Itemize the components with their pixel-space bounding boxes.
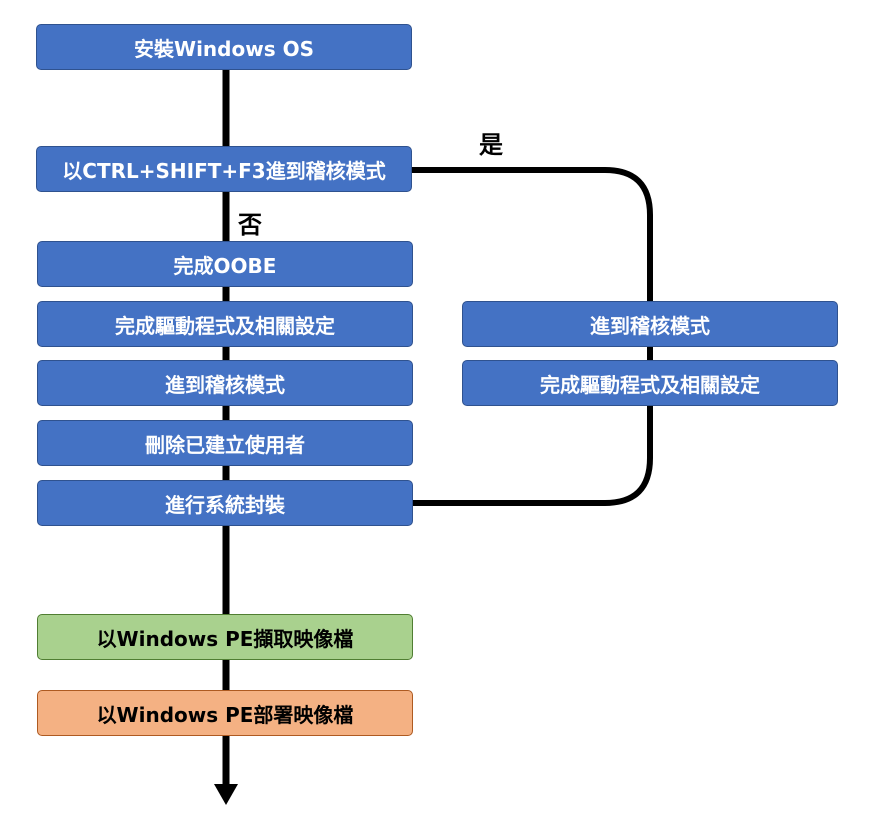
step-drivers-settings-right: 完成驅動程式及相關設定: [462, 360, 838, 406]
step-enter-audit-right: 進到稽核模式: [462, 301, 838, 347]
step-sysprep: 進行系統封裝: [37, 480, 413, 526]
step-delete-users: 刪除已建立使用者: [37, 420, 413, 466]
step-install-windows-label: 安裝Windows OS: [134, 36, 314, 61]
step-enter-audit-shortcut: 以CTRL+SHIFT+F3進到稽核模式: [36, 146, 412, 192]
step-enter-audit-left: 進到稽核模式: [37, 360, 413, 406]
branch-label-yes: 是: [479, 131, 503, 159]
step-enter-audit-shortcut-label: 以CTRL+SHIFT+F3進到稽核模式: [62, 158, 386, 183]
step-drivers-settings-right-label: 完成驅動程式及相關設定: [540, 372, 760, 397]
branch-label-no: 否: [238, 211, 262, 239]
step-capture-image: 以Windows PE擷取映像檔: [37, 614, 413, 660]
step-sysprep-label: 進行系統封裝: [165, 492, 285, 517]
step-capture-image-label: 以Windows PE擷取映像檔: [96, 626, 354, 651]
main-flow-arrowhead: [214, 784, 238, 805]
step-install-windows: 安裝Windows OS: [36, 24, 412, 70]
step-deploy-image: 以Windows PE部署映像檔: [37, 690, 413, 736]
step-deploy-image-label: 以Windows PE部署映像檔: [96, 702, 354, 727]
step-enter-audit-right-label: 進到稽核模式: [590, 313, 710, 338]
step-drivers-settings-left: 完成驅動程式及相關設定: [37, 301, 413, 347]
step-drivers-settings-left-label: 完成驅動程式及相關設定: [115, 313, 335, 338]
step-delete-users-label: 刪除已建立使用者: [145, 432, 305, 457]
step-enter-audit-left-label: 進到稽核模式: [165, 372, 285, 397]
step-complete-oobe: 完成OOBE: [37, 241, 413, 287]
step-complete-oobe-label: 完成OOBE: [173, 253, 277, 278]
